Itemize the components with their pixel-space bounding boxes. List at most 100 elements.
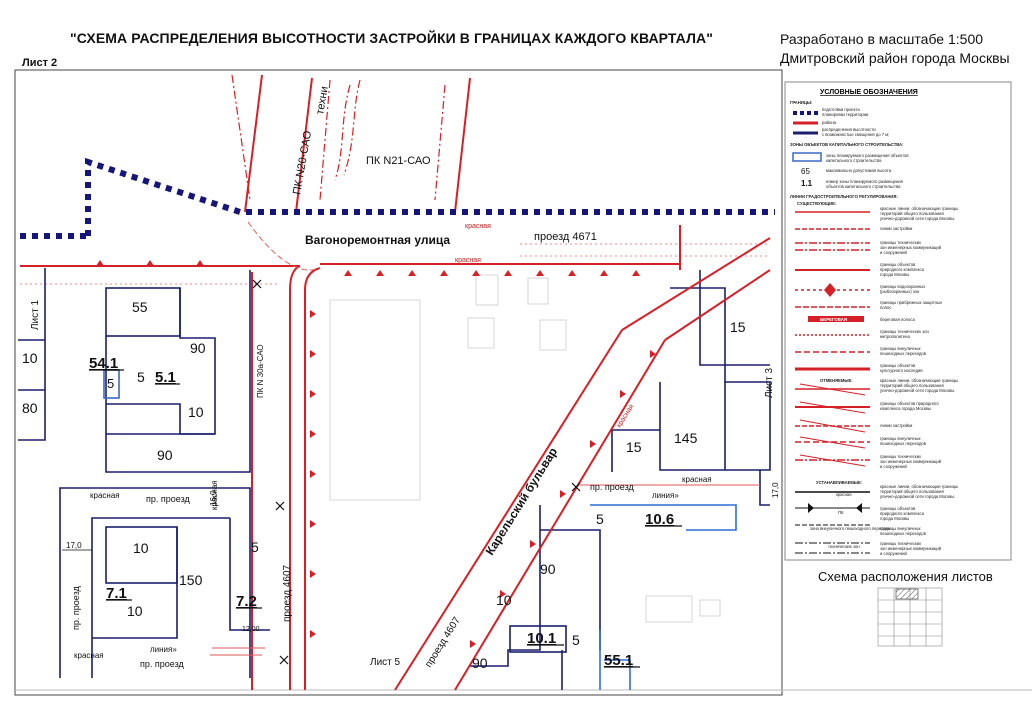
legend-text: культурного наследия [880,368,923,373]
street-karelsky: Карельский бульвар [483,445,561,558]
height-value: 55 [132,299,148,315]
legend-text: и сооружений [880,551,908,556]
legend-title: УСЛОВНЫЕ ОБОЗНАЧЕНИЯ [820,89,918,96]
height-value: 5 [137,369,145,385]
legend-text: территорий общего пользования [880,211,944,216]
legend-text: границы внеуличных [880,436,922,441]
red-line-ticks [96,260,656,648]
block-code: 55.1 [604,652,633,669]
height-value: 10 [133,540,149,556]
legend-text: подготовки проекта [822,107,860,112]
street-proezd-4607-diag: проезд 4607 [423,615,463,670]
map-frame [14,69,783,696]
height-value: 5 [572,632,580,648]
legend-text: технические зон [828,544,860,549]
red-word: линия» [150,645,177,654]
krasnaya-label: красная [682,475,712,484]
height-value: 15 [626,439,642,455]
ghost-buildings [329,274,721,623]
height-value: 10 [127,603,143,619]
scale-note: Разработано в масштабе 1:500 [780,31,984,47]
legend-text: зон инженерных коммуникаций [880,546,942,551]
block-code: 5.1 [155,369,176,386]
legend-text: пешеходных переходов [880,531,927,536]
legend-text: района [822,120,837,125]
legend-text: границы объектов природного [880,401,939,406]
legend-text: границы водоохранных [880,284,926,289]
height-value: 15 [730,319,746,335]
legend-text: территорий общего пользования [880,383,944,388]
legend-text: зоны планируемого размещения объектов [826,153,909,158]
pk-21-label: ПК N21-САО [366,155,431,167]
legend-text: природного комплекса [880,511,925,516]
legend-height-sample: 65 [801,167,810,176]
block-code: 10.1 [527,630,556,647]
red-word: красная [455,257,481,264]
legend-text: с возможностью смещения до 7 м; [822,132,889,137]
height-value: 90 [157,447,173,463]
legend-text: красная [836,492,852,497]
legend-text: объектов капитального строительства [826,184,901,189]
legend-text: метрополитена [880,334,910,339]
red-lines [20,74,771,691]
sheet-ref-1: Лист 1 [30,299,41,330]
legend-text: города Москвы [880,272,909,277]
legend-text: границы внеуличных [880,526,922,531]
legend-text: и сооружений [880,250,908,255]
sheet-ref-3: Лист 3 [764,367,775,398]
legend-text: красные линии, обозначающие границы [880,378,958,383]
legend-text: линии застройки [880,226,913,231]
legend-zone-sample: 1.1 [801,179,813,188]
techn-label: техни [314,85,331,115]
legend-text: зон инженерных коммуникаций [880,459,942,464]
legend-panel: УСЛОВНЫЕ ОБОЗНАЧЕНИЯ ГРАНИЦЫ: подготовки… [784,81,1012,561]
legend-text: максимально допустимая высота [826,168,892,173]
legend-text: города Москвы [880,516,909,521]
legend-heading: СУЩЕСТВУЮЩИЕ: [797,201,836,206]
krasnaya-label: красная [210,480,219,510]
block-code: 7.2 [236,593,257,610]
street-pr-proezd-b: пр. проезд [140,659,185,669]
street-pr-proezd-c: пр. проезд [590,482,635,492]
legend-text: линии застройки [880,423,913,428]
dimension-label: 17,0 [771,482,780,498]
legend-heading: ЗОНЫ ОБЪЕКТОВ КАПИТАЛЬНОГО СТРОИТЕЛЬСТВА… [790,142,903,147]
tech-zone-lines [231,74,446,201]
sheet-layout-grid [877,587,943,647]
legend-text: границы технических [880,240,922,245]
block-code: 7.1 [106,585,127,602]
light-blue-zones [590,504,737,690]
block-code: 54.1 [89,355,118,372]
legend-text: границы прибрежных защитных [880,300,943,305]
legend-text: границы технических [880,454,922,459]
legend-text: границы объектов [880,363,916,368]
height-value: 5 [251,539,259,555]
legend-text: границы объектов [880,262,916,267]
street-proezd-4607-left: проезд 4607 [282,564,293,622]
legend-heading: ОТМЕНЯЕМЫЕ: [820,378,853,383]
legend-text: зон инженерных коммуникаций [880,245,942,250]
legend-text: береговая полоса [880,317,915,322]
legend-text: полос [880,305,891,310]
legend-heading: ЛИНИИ ГРАДОСТРОИТЕЛЬНОГО РЕГУЛИРОВАНИЯ: [790,194,898,199]
dimension-label: 16,0 [209,490,218,506]
legend-text: распределения высотности [822,127,876,132]
height-value: 90 [190,340,206,356]
street-pr-proezd-a: пр. проезд [146,494,191,504]
dimension-label: 17,0 [66,541,82,550]
legend-text: красные линии, обозначающие границы [880,484,958,489]
sheet-layout-label: Схема расположения листов [818,569,993,584]
zone-boundaries [18,268,771,690]
page-title: "СХЕМА РАСПРЕДЕЛЕНИЯ ВЫСОТНОСТИ ЗАСТРОЙК… [70,30,713,46]
height-value: 90 [540,561,556,577]
legend-text: границы технических зон [880,329,929,334]
legend-text: зона внеуличного пешеходного перехода [810,526,891,531]
height-value: 145 [674,430,698,446]
legend-heading: УСТАНАВЛИВАЕМЫЕ: [816,480,862,485]
district-name: Дмитровский район города Москвы [780,50,1010,66]
height-value: 10 [496,592,512,608]
pk-20-label: ПК N20-САО [291,129,314,195]
legend-text: улично-дорожной сети города Москвы [880,388,954,393]
legend-text: капитального строительства [826,158,882,163]
